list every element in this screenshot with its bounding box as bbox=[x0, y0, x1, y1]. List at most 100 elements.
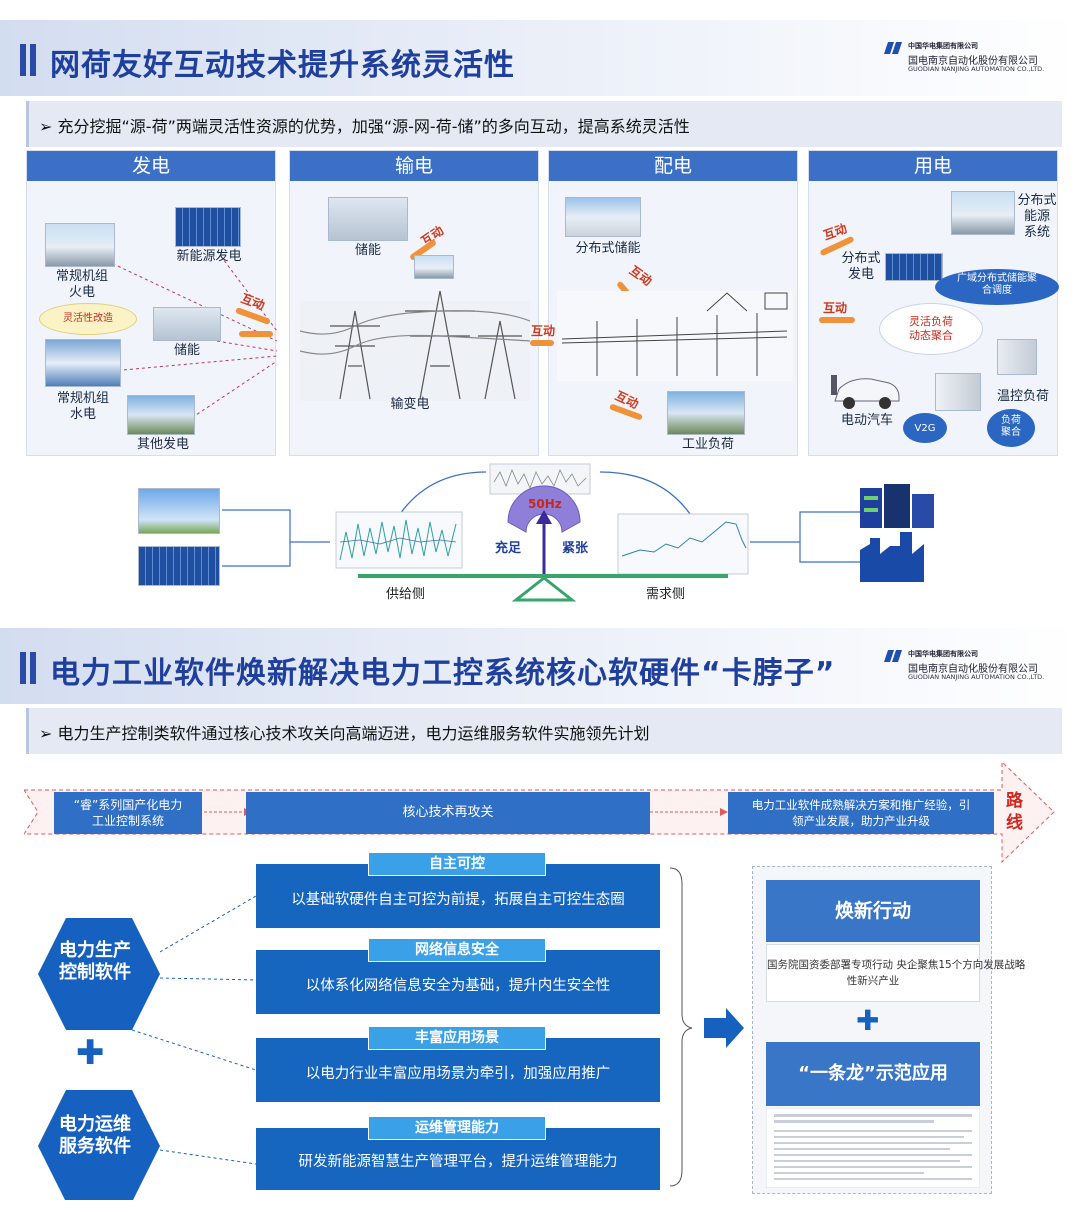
section2-header: 电力工业软件焕新解决电力工控系统核心软硬件“卡脖子” 中国华电集团有限公司 国电… bbox=[0, 628, 1080, 704]
interaction-arrow-icon bbox=[530, 340, 554, 346]
logo-mark-icon bbox=[884, 42, 902, 54]
panel-fadian-links bbox=[106, 250, 277, 422]
item-text-3: 以电力行业丰富应用场景为牵引，加强应用推广 bbox=[305, 1066, 611, 1082]
section1-title: 网荷友好互动技术提升系统灵活性 bbox=[50, 48, 515, 83]
header-bars-icon bbox=[20, 44, 38, 76]
storage-image bbox=[153, 307, 221, 341]
item-box-1: 自主可控 以基础软硬件自主可控为前提，拓展自主可控生态圈 bbox=[256, 852, 660, 928]
logo-group-name: 中国华电集团有限公司 bbox=[908, 650, 978, 658]
label-substation: 输变电 bbox=[390, 397, 430, 412]
regional-storage-ellipse bbox=[935, 269, 1059, 305]
interaction-label: 互动 bbox=[531, 324, 556, 338]
label-other: 其他发电 bbox=[136, 437, 189, 452]
panel-yongdian: 用电 分布式 能源 系统 分布式 发电 广域分布式储能聚 合调度 互动 互动 灵… bbox=[808, 150, 1059, 456]
header-bars-icon bbox=[20, 652, 38, 684]
label-regional: 广域分布式储能聚 合调度 bbox=[957, 273, 1037, 296]
item-box-4: 运维管理能力 研发新能源智慧生产管理平台，提升运维管理能力 bbox=[256, 1116, 660, 1190]
label-load-agg: 负荷 聚合 bbox=[1001, 415, 1021, 438]
hex-connectors bbox=[38, 895, 257, 1200]
item-box-3: 丰富应用场景 以电力行业丰富应用场景为牵引，加强应用推广 bbox=[256, 1026, 660, 1102]
hex-production-control: 电力生产 控制软件 bbox=[59, 940, 131, 983]
flex-load-ellipse bbox=[879, 303, 983, 355]
section1-bullet-text: 充分挖掘“源-荷”两端灵活性资源的优势，加强“源-网-荷-储”的多向互动，提高系… bbox=[57, 117, 690, 136]
interaction-arrow-icon bbox=[819, 317, 855, 323]
panel-peidian-title: 配电 bbox=[549, 151, 797, 181]
item-tag-3: 丰富应用场景 bbox=[368, 1026, 546, 1050]
section2-bullet: ➢ 电力生产控制类软件通过核心技术攻关向高端迈进，电力运维服务软件实施领先计划 bbox=[26, 708, 1062, 754]
panel-shudian-title: 输电 bbox=[290, 151, 538, 181]
ev-car-image bbox=[831, 375, 900, 409]
item-box-2: 网络信息安全 以体系化网络信息安全为基础，提升内生安全性 bbox=[256, 938, 660, 1014]
section2-title: 电力工业软件焕新解决电力工控系统核心软硬件“卡脖子” bbox=[50, 656, 836, 691]
thermal-plant-image bbox=[45, 223, 115, 267]
item-text-2: 以体系化网络信息安全为基础，提升内生安全性 bbox=[305, 978, 611, 994]
dist-gen-solar-image bbox=[885, 253, 943, 281]
interaction-label: 互动 bbox=[626, 263, 655, 289]
item-tag-4: 运维管理能力 bbox=[368, 1116, 546, 1140]
label-flex: 灵活性改造 bbox=[63, 313, 113, 324]
label-hydro: 常规机组 水电 bbox=[56, 391, 109, 422]
v2g-badge bbox=[903, 413, 947, 443]
label-flex-load: 灵活负荷 动态聚合 bbox=[909, 315, 953, 342]
label-dist-storage: 分布式储能 bbox=[575, 241, 641, 256]
panel-shudian: 输电 储能 互动 输变电 bbox=[289, 150, 539, 456]
section1-header: 网荷友好互动技术提升系统灵活性 中国华电集团有限公司 国电南京自动化股份有限公司… bbox=[0, 20, 1080, 96]
hydro-plant-image bbox=[45, 339, 121, 387]
flex-retrofit-ellipse bbox=[39, 303, 137, 335]
logo-company-name: 国电南京自动化股份有限公司 bbox=[908, 56, 1038, 67]
logo-mark-icon bbox=[884, 650, 902, 662]
interaction-arrow-icon bbox=[239, 331, 273, 337]
city-buildings-image bbox=[860, 484, 934, 582]
interaction-label: 互动 bbox=[823, 301, 848, 315]
roadmap-end-label: 路 线 bbox=[1006, 791, 1023, 833]
item-text-1: 以基础软硬件自主可控为前提，拓展自主可控生态圈 bbox=[291, 892, 625, 908]
roadmap-step-1: “睿”系列国产化电力 工业控制系统 bbox=[54, 792, 202, 834]
distribution-line-image bbox=[557, 291, 793, 381]
panel-peidian: 配电 分布式储能 互动 互动 工业负荷 bbox=[548, 150, 798, 456]
label-v2g: V2G bbox=[914, 423, 936, 434]
other-plant-image bbox=[127, 395, 195, 435]
logo-company-name: 国电南京自动化股份有限公司 bbox=[908, 664, 1038, 675]
hvac-image bbox=[997, 339, 1037, 375]
dist-energy-building-image bbox=[951, 191, 1015, 235]
document-thumbnail-image bbox=[766, 1108, 980, 1188]
company-logo: 中国华电集团有限公司 国电南京自动化股份有限公司 GUODIAN NANJING… bbox=[884, 648, 1064, 688]
panel-fadian: 发电 常规机组 火电 新能源发电 灵活性改造 储能 常规机组 水电 其他发电 互… bbox=[26, 150, 277, 456]
item-tag-1: 自主可控 bbox=[368, 852, 546, 876]
item-text-4: 研发新能源智慧生产管理平台，提升运维管理能力 bbox=[298, 1154, 618, 1170]
appliance-image bbox=[935, 373, 981, 411]
label-temp: 温控负荷 bbox=[996, 389, 1049, 404]
solar-farm-image bbox=[138, 546, 220, 586]
demo-application-banner: “一条龙”示范应用 bbox=[766, 1042, 980, 1106]
dist-storage-image bbox=[565, 197, 641, 237]
label-storage: 储能 bbox=[173, 343, 200, 358]
company-logo: 中国华电集团有限公司 国电南京自动化股份有限公司 GUODIAN NANJING… bbox=[884, 40, 1064, 80]
label-ev: 电动汽车 bbox=[840, 413, 893, 428]
label-industrial: 工业负荷 bbox=[681, 437, 734, 452]
panel-yongdian-title: 用电 bbox=[809, 151, 1057, 181]
wind-turbine-image bbox=[138, 488, 220, 534]
logo-group-name: 中国华电集团有限公司 bbox=[908, 42, 978, 50]
logo-english-name: GUODIAN NANJING AUTOMATION CO.,LTD. bbox=[908, 65, 1045, 73]
industrial-load-image bbox=[667, 391, 745, 435]
renewal-action-banner: 焕新行动 bbox=[766, 880, 980, 942]
substation-small-image bbox=[414, 255, 454, 279]
label-dist-gen: 分布式 发电 bbox=[841, 251, 881, 282]
plus-icon: ✚ bbox=[856, 1004, 880, 1037]
hex-operation-service: 电力运维 服务软件 bbox=[59, 1114, 131, 1157]
freq-label: 50Hz bbox=[528, 497, 562, 511]
item-tag-2: 网络信息安全 bbox=[368, 938, 546, 962]
section1-bullet: ➢ 充分挖掘“源-荷”两端灵活性资源的优势，加强“源-网-荷-储”的多向互动，提… bbox=[26, 101, 1062, 147]
balance-left-label: 充足 bbox=[495, 541, 522, 556]
panel-fadian-title: 发电 bbox=[27, 151, 275, 181]
label-dist-energy: 分布式 能源 系统 bbox=[1017, 193, 1057, 240]
label-thermal: 常规机组 火电 bbox=[55, 269, 108, 300]
load-agg-badge bbox=[987, 409, 1035, 447]
bullet-arrow-icon: ➢ bbox=[39, 117, 58, 136]
logo-english-name: GUODIAN NANJING AUTOMATION CO.,LTD. bbox=[908, 673, 1045, 681]
supply-demand-balance-diagram bbox=[222, 463, 870, 602]
solar-panel-image bbox=[175, 207, 241, 247]
bracket-arrow bbox=[669, 867, 744, 1187]
roadmap-step-3: 电力工业软件成熟解决方案和推广经验，引 领产业发展，助力产业升级 bbox=[728, 792, 994, 834]
demand-side-label: 需求侧 bbox=[646, 587, 686, 602]
